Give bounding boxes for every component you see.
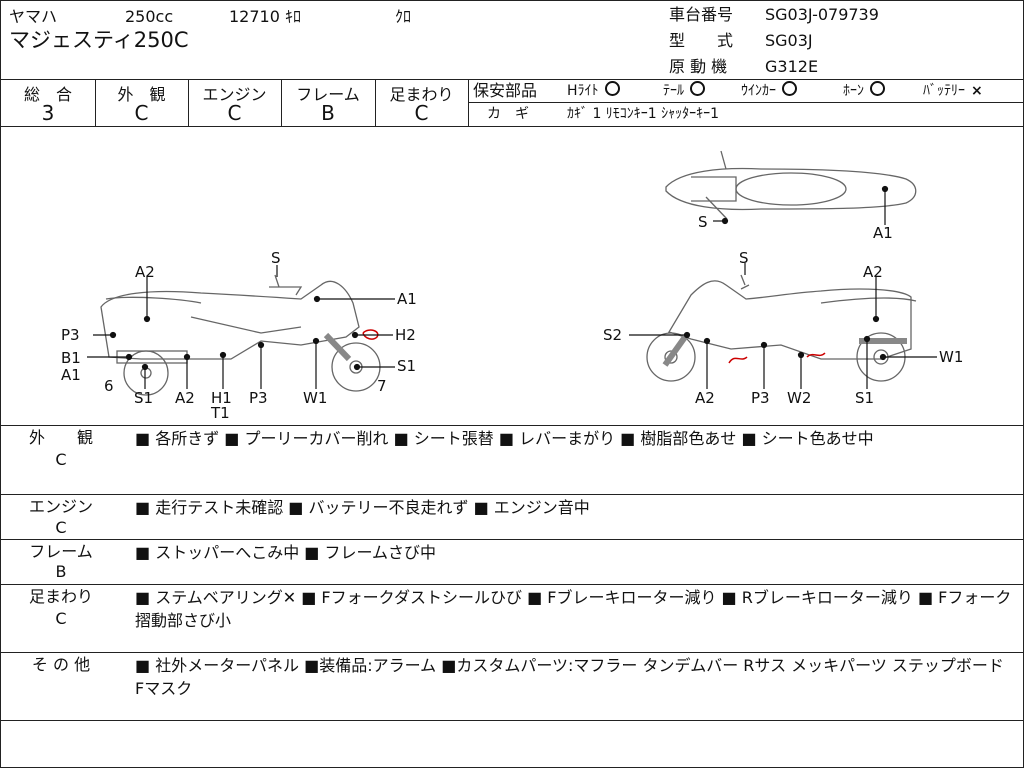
section-engine-text: ■ 走行テスト未確認 ■ バッテリー不良走れず ■ エンジン音中 xyxy=(135,498,590,517)
label-p3: P3 xyxy=(61,326,80,344)
grade-frame-value: B xyxy=(321,101,335,125)
left-labels: A2 S A1 P3 H2 B1 A1 S1 6 7 S1 A2 H1 T1 P… xyxy=(61,249,417,422)
label-h2: H2 xyxy=(395,326,416,344)
label-s1-front: S1 xyxy=(397,357,416,375)
label-r-p3: P3 xyxy=(751,389,770,407)
type-label: 型 式 xyxy=(669,31,734,50)
section-suspension-label: 足まわり xyxy=(28,587,93,606)
grade-exterior-value: C xyxy=(134,101,149,125)
label-s1: S1 xyxy=(134,389,153,407)
section-suspension-text: ■ ステムベアリング✕ ■ Fフォークダストシールひび ■ Fブレーキローター減… xyxy=(135,588,1012,630)
engine-label: 原 動 機 xyxy=(669,57,728,76)
label-r-w1: W1 xyxy=(939,348,963,366)
label-s: S xyxy=(271,249,281,267)
label-r-s2: S2 xyxy=(603,326,622,344)
safety-item-horn: ﾎｰﾝ xyxy=(843,81,885,101)
grade-exterior-label: 外 観 xyxy=(117,85,166,104)
label-top-a1: A1 xyxy=(873,224,893,242)
safety-item-winker: ｳｲﾝｶｰ xyxy=(741,81,797,101)
safety-item-battery: ﾊﾞｯﾃﾘｰ× xyxy=(923,83,983,99)
section-engine-label: エンジン xyxy=(28,497,93,516)
label-b1: B1 xyxy=(61,349,81,367)
left-leader-lines xyxy=(87,265,395,389)
ng-cross-icon: × xyxy=(971,83,983,99)
safety-item-headlight: Hﾗｲﾄ xyxy=(567,81,620,101)
label-r-a2-lower: A2 xyxy=(695,389,715,407)
section-engine-grade: C xyxy=(55,518,67,537)
mileage: 12710 ｷﾛ xyxy=(229,7,301,26)
engine-value: G312E xyxy=(765,57,819,76)
section-frame-text: ■ ストッパーへこみ中 ■ フレームさび中 xyxy=(135,543,437,562)
section-frame-label: フレーム xyxy=(29,542,93,561)
top-leader-lines xyxy=(713,185,889,225)
label-w1: W1 xyxy=(303,389,327,407)
safety-parts-label: 保安部品 xyxy=(473,81,538,100)
right-labels: S A2 S2 W1 A2 P3 W2 S1 xyxy=(603,249,963,407)
label-a2-lower: A2 xyxy=(175,389,195,407)
damage-diagram: A2 S A1 P3 H2 B1 A1 S1 6 7 S1 A2 H1 T1 P… xyxy=(61,150,963,422)
color: ｸﾛ xyxy=(395,7,412,26)
displacement: 250cc xyxy=(125,7,174,26)
model-name: マジェスティ250C xyxy=(9,28,189,52)
label-h1: H1 xyxy=(211,389,232,407)
label-a1-lower: A1 xyxy=(61,366,81,384)
type-value: SG03J xyxy=(765,31,813,50)
label-r-w2: W2 xyxy=(787,389,811,407)
section-suspension-grade: C xyxy=(55,609,67,628)
section-frame-grade: B xyxy=(55,562,67,581)
left-scooter-drawing xyxy=(100,274,381,396)
grade-engine-value: C xyxy=(227,101,242,125)
grade-overall-label: 総 合 xyxy=(23,85,72,104)
ok-circle-icon xyxy=(604,81,620,96)
label-r-s: S xyxy=(739,249,749,267)
frame-no: SG03J-079739 xyxy=(765,5,879,24)
frame-no-label: 車台番号 xyxy=(669,5,734,24)
keys-label: カ ギ xyxy=(487,106,529,122)
label-a2: A2 xyxy=(135,263,155,281)
right-leader-lines xyxy=(629,263,937,389)
maker: ヤマハ xyxy=(9,7,58,26)
keys-value: ｶｷﾞ 1 ﾘﾓｺﾝｷｰ1 ｼｬｯﾀｰｷｰ1 xyxy=(567,106,720,122)
grade-frame-label: フレーム xyxy=(296,85,360,104)
label-top-s: S xyxy=(698,213,708,231)
label-6: 6 xyxy=(104,377,114,395)
grade-engine-label: エンジン xyxy=(202,85,267,104)
section-exterior-text: ■ 各所きず ■ プーリーカバー削れ ■ シート張替 ■ レバーまがり ■ 樹脂… xyxy=(135,429,874,448)
section-exterior-label: 外 観 xyxy=(28,428,93,447)
safety-item-tail: ﾃｰﾙ xyxy=(663,81,705,101)
label-p3-lower: P3 xyxy=(249,389,268,407)
label-a1: A1 xyxy=(397,290,417,308)
section-other-label: そ の 他 xyxy=(31,655,91,674)
grade-overall-value: 3 xyxy=(41,101,55,125)
ok-circle-icon xyxy=(690,81,705,96)
grade-suspension-label: 足まわり xyxy=(389,85,454,104)
top-scooter-drawing xyxy=(665,150,917,220)
ok-circle-icon xyxy=(870,81,885,96)
section-other-text: ■ 社外メーターパネル ■装備品:アラーム ■カスタムパーツ:マフラー タンデム… xyxy=(135,656,1004,698)
label-7: 7 xyxy=(377,377,387,395)
section-exterior-grade: C xyxy=(55,450,67,469)
label-r-a2: A2 xyxy=(863,263,883,281)
ok-circle-icon xyxy=(782,81,797,96)
label-t1: T1 xyxy=(210,404,230,422)
grade-suspension-value: C xyxy=(414,101,429,125)
top-labels: S A1 xyxy=(698,213,893,242)
label-r-s1: S1 xyxy=(855,389,874,407)
